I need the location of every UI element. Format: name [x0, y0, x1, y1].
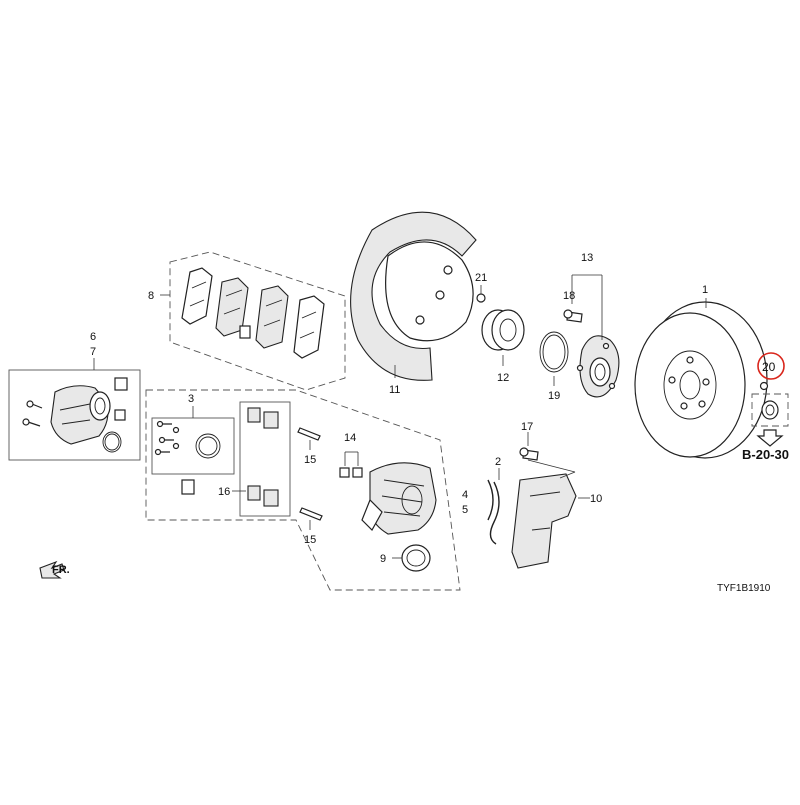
diagram-code: TYF1B1910: [717, 583, 771, 594]
callout-19: 19: [548, 390, 560, 402]
caliper-assembly-box[interactable]: 6 7: [8, 331, 141, 461]
reference-arrow[interactable]: B-20-30: [742, 429, 789, 462]
front-label: FR.: [52, 564, 70, 576]
callout-1: 1: [702, 284, 708, 296]
snap-ring[interactable]: 19: [539, 331, 569, 402]
bleeder-screw[interactable]: 14: [339, 432, 363, 478]
hub-bearing[interactable]: 12: [481, 309, 525, 384]
caliper-body[interactable]: [361, 462, 437, 535]
brake-disc[interactable]: 1: [634, 284, 768, 459]
caliper-bracket[interactable]: 17 10: [511, 421, 602, 569]
reference-label: B-20-30: [742, 447, 789, 462]
callout-8: 8: [148, 290, 154, 302]
callout-6: 6: [90, 331, 96, 343]
callout-11: 11: [389, 384, 400, 396]
callout-15a: 15: [304, 454, 316, 466]
hub-unit[interactable]: 13 18: [563, 252, 620, 398]
callout-20: 20: [762, 360, 776, 374]
callout-3: 3: [188, 393, 194, 405]
callout-21: 21: [475, 272, 487, 284]
callout-4: 4: [462, 489, 468, 501]
caliper-body-box[interactable]: 4 5: [145, 389, 468, 591]
guide-pins[interactable]: 15 15: [297, 427, 323, 546]
pin-boots[interactable]: 16: [218, 401, 291, 517]
callout-16: 16: [218, 486, 230, 498]
splash-guard[interactable]: 11: [350, 211, 477, 396]
piston[interactable]: 9: [380, 544, 431, 572]
callout-9: 9: [380, 553, 386, 565]
seal-kit[interactable]: 3: [151, 393, 235, 495]
brake-pad-set[interactable]: 8: [148, 251, 346, 391]
highlight-circle: [757, 352, 785, 380]
callout-2: 2: [495, 456, 501, 468]
callout-5: 5: [462, 504, 468, 516]
part-20-highlight[interactable]: 20: [751, 352, 789, 427]
callout-17: 17: [521, 421, 533, 433]
front-direction-arrow: FR.: [39, 560, 70, 579]
callout-18: 18: [563, 290, 575, 302]
callout-14: 14: [344, 432, 356, 444]
callout-13: 13: [581, 252, 593, 264]
bolt-21[interactable]: 21: [475, 272, 487, 303]
callout-12: 12: [497, 372, 509, 384]
callout-15b: 15: [304, 534, 316, 546]
pad-spring[interactable]: 2: [487, 456, 501, 545]
callout-10: 10: [590, 493, 602, 505]
callout-7: 7: [90, 346, 96, 358]
